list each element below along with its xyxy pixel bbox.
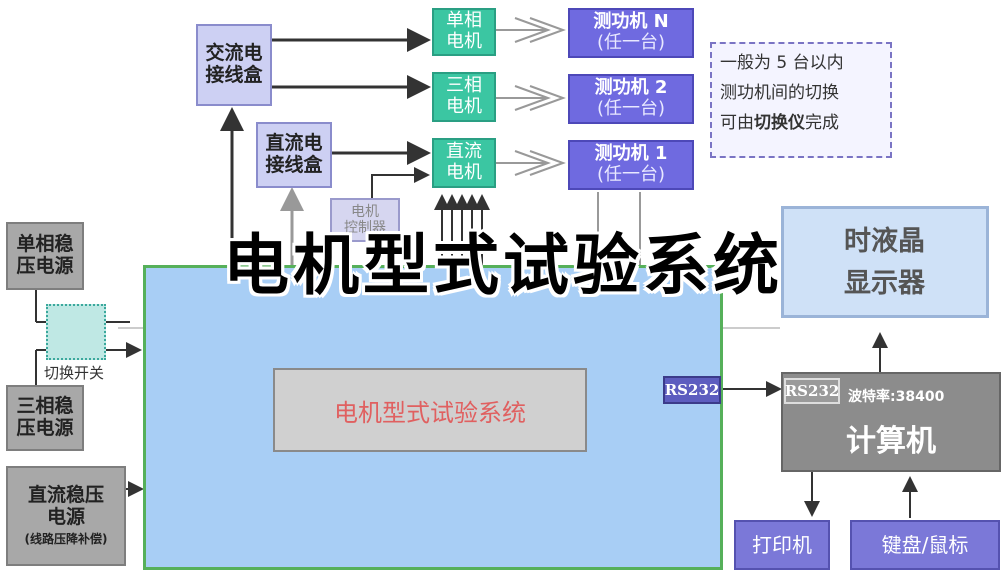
dc-power-sub: (线路压降补偿)	[24, 531, 108, 546]
main-test-panel	[143, 265, 723, 570]
note-line-2: 测功机间的切换	[720, 83, 839, 103]
dc-junction-box: 直流电 接线盒	[256, 122, 332, 188]
note-prefix: 可由	[720, 113, 754, 133]
single-phase-motor: 单相 电机	[432, 8, 496, 56]
dynamometer-name: 测功机 1	[594, 143, 668, 165]
three-phase-power: 三相稳 压电源	[6, 385, 84, 451]
single-phase-power: 单相稳 压电源	[6, 222, 84, 290]
dynamometer-sub: (任一台)	[596, 98, 666, 119]
ac-junction-box: 交流电 接线盒	[196, 24, 272, 106]
dynamometer-2: 测功机 2 (任一台)	[568, 74, 694, 124]
baud-rate: 波特率:38400	[848, 389, 945, 405]
banner-title: 电机型式试验系统	[223, 227, 783, 304]
dynamometer-sub: (任一台)	[596, 164, 666, 185]
note-line-3: 可由切换仪完成	[720, 108, 882, 138]
note-line-1: 一般为 5 台以内	[720, 53, 844, 73]
motor-controller: 电机 控制器	[330, 198, 400, 242]
computer-label: 计算机	[846, 424, 936, 459]
dynamometer-n: 测功机 N (任一台)	[568, 8, 694, 58]
transfer-switch	[46, 304, 106, 360]
printer: 打印机	[734, 520, 830, 570]
three-phase-motor: 三相 电机	[432, 72, 496, 122]
dc-power-label: 直流稳压 电源	[27, 484, 104, 529]
dynamometer-name: 测功机 2	[594, 77, 668, 99]
switching-note: 一般为 5 台以内 测功机间的切换 可由切换仪完成	[710, 42, 892, 158]
dynamometer-1: 测功机 1 (任一台)	[568, 140, 694, 190]
rs232-port-right: RS232	[784, 378, 840, 404]
dynamometer-name: 测功机 N	[593, 11, 669, 33]
dynamometer-sub: (任一台)	[596, 32, 666, 53]
note-suffix: 完成	[805, 113, 839, 133]
rs232-port-left: RS232	[663, 376, 721, 404]
switch-label: 切换开关	[44, 364, 105, 382]
lcd-display: 时液晶 显示器	[781, 206, 989, 318]
note-bold: 切换仪	[754, 113, 805, 133]
panel-label: 电机型式试验系统	[273, 368, 587, 452]
dc-motor: 直流 电机	[432, 138, 496, 188]
keyboard-mouse: 键盘/鼠标	[850, 520, 1000, 570]
dc-power: 直流稳压 电源 (线路压降补偿)	[6, 466, 126, 566]
